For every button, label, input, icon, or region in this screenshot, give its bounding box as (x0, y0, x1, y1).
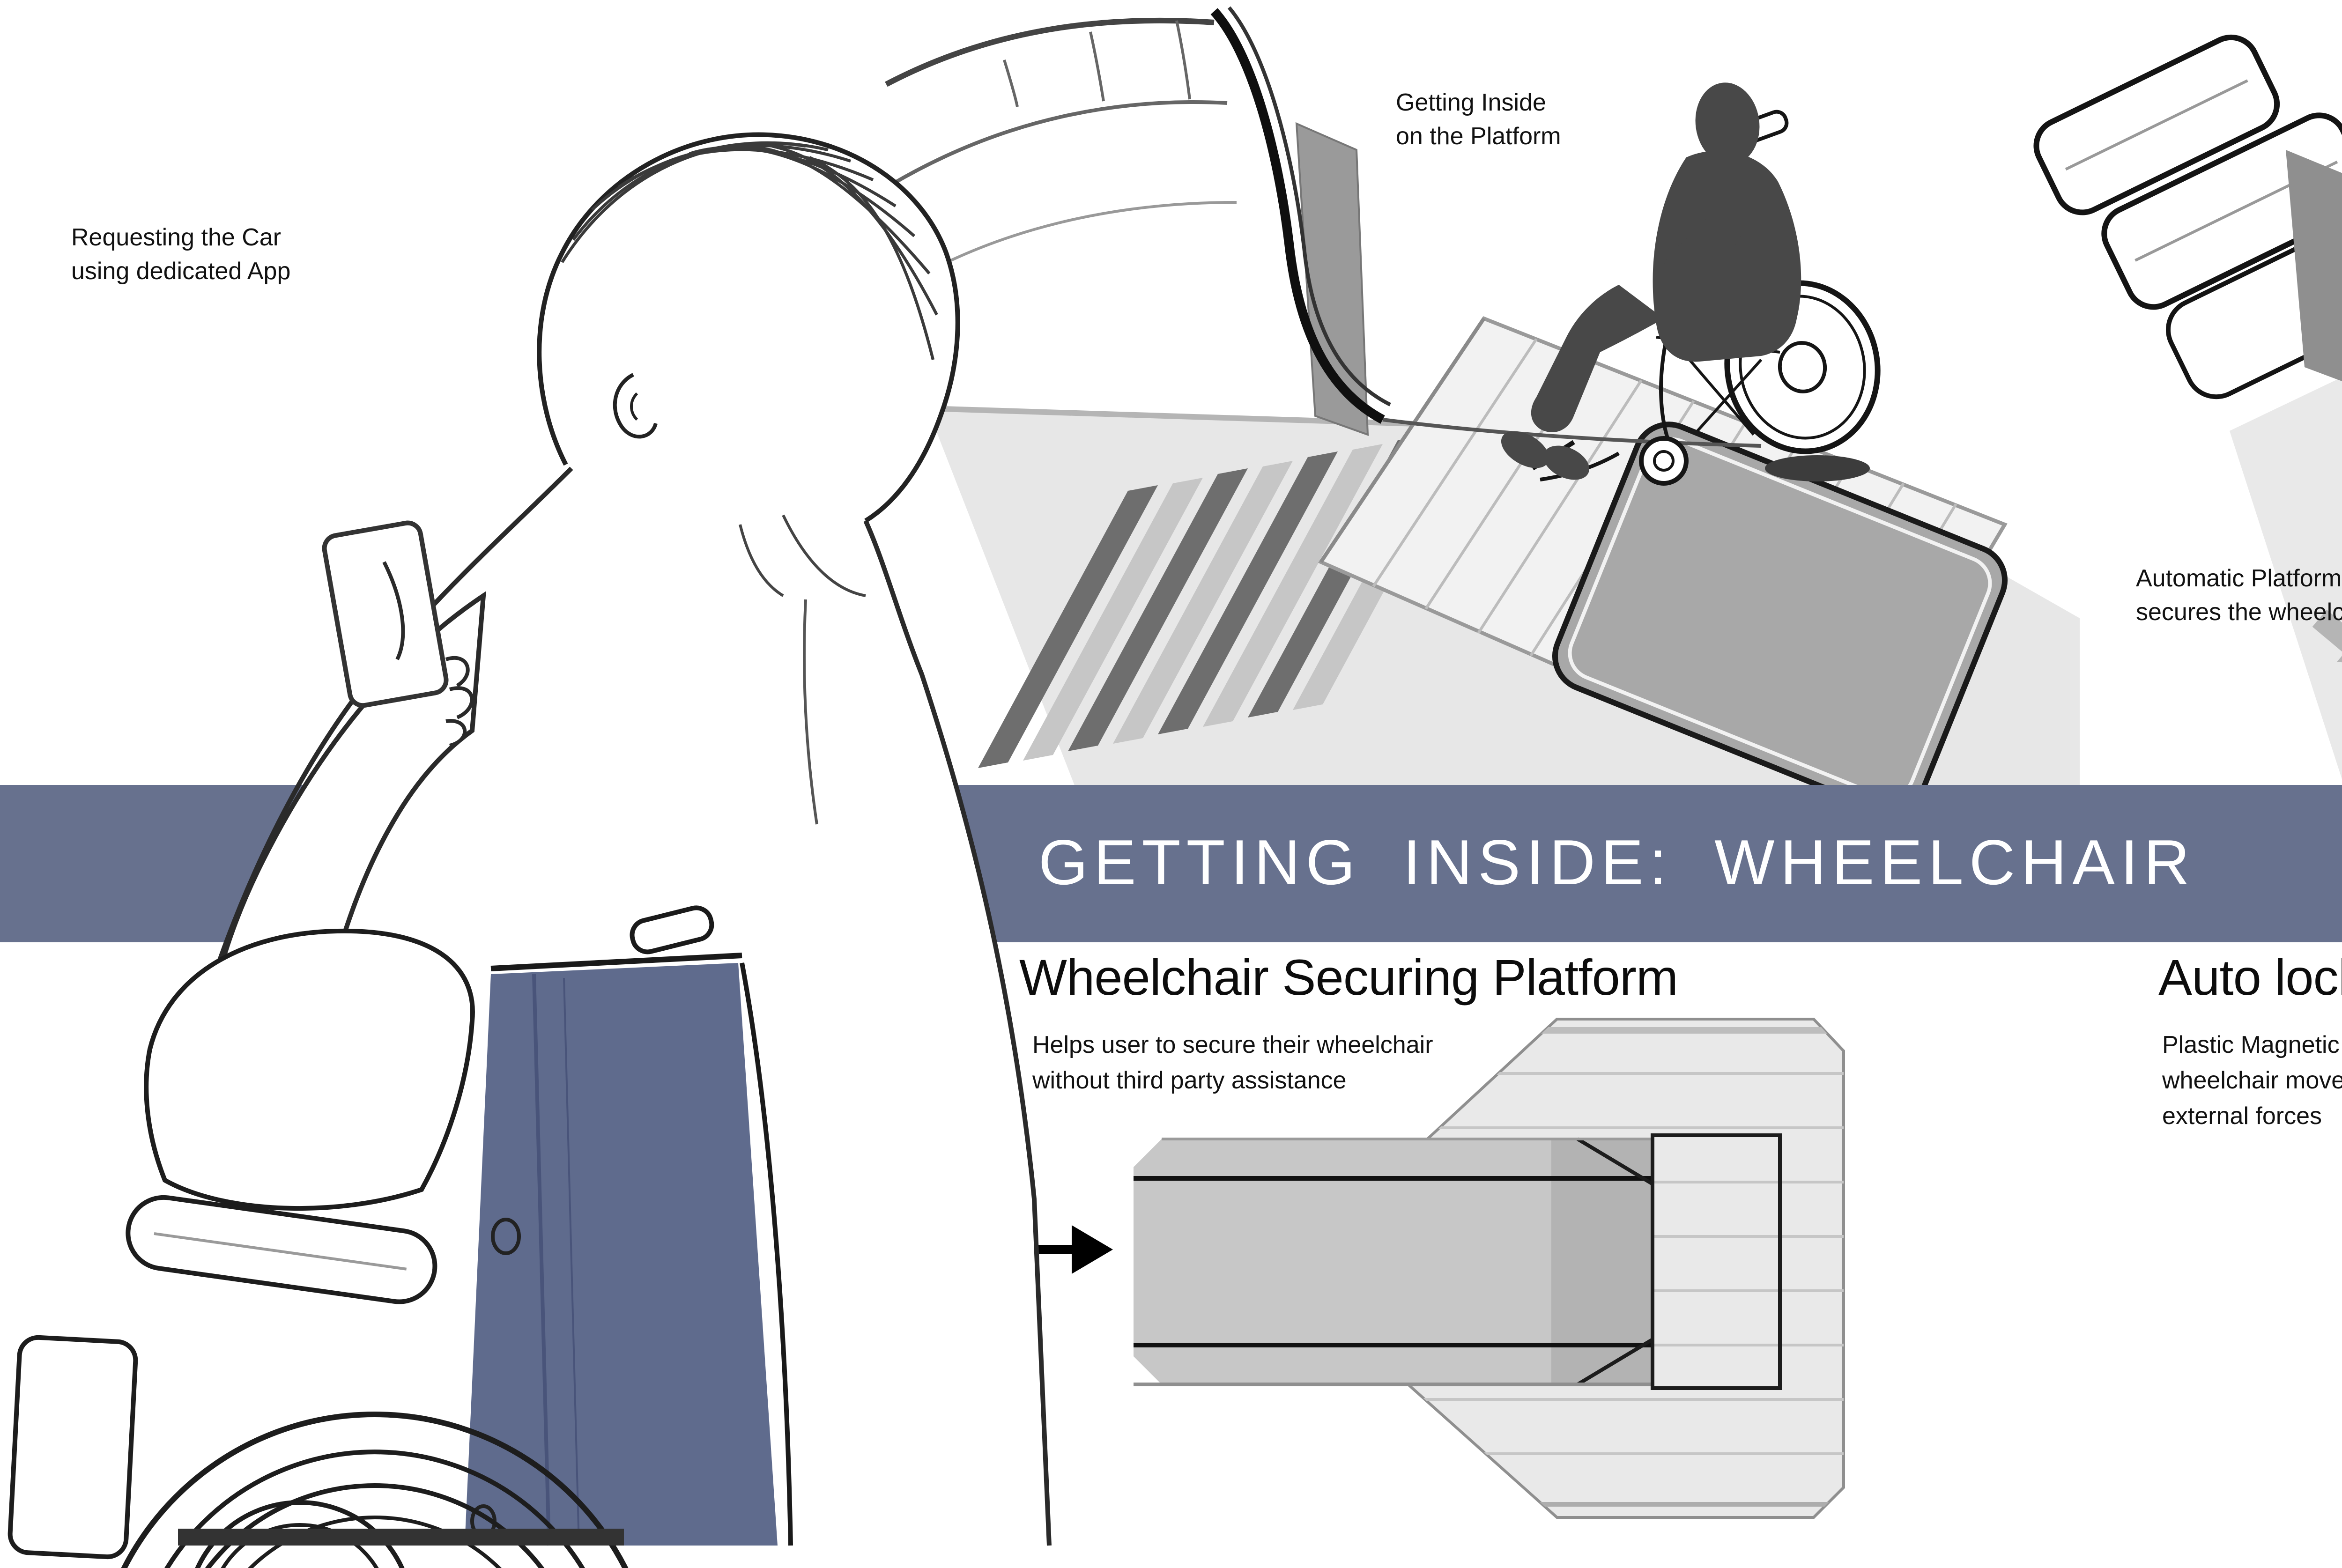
person-silhouette (1501, 82, 1801, 480)
body-auto-locking: Plastic Magnetic pads prevents wheelchai… (2162, 1030, 2342, 1130)
caption-automatic-platform: Automatic Platform secures the wheelchai… (2136, 564, 2342, 626)
caption-requesting-car: Requesting the Car using dedicated App (71, 223, 291, 285)
heading-securing-platform: Wheelchair Securing Platform (1019, 950, 1678, 1006)
heading-auto-locking: Auto locking the Wheelchair (2158, 950, 2342, 1006)
illustration-automatic-platform (2033, 34, 2342, 779)
moving-platform (1134, 1137, 1654, 1386)
caption-getting-inside: Getting Inside on the Platform (1396, 88, 1561, 150)
armrest (126, 1195, 437, 1304)
banner-title: GETTING INSIDE: WHEELCHAIR (1038, 827, 2195, 898)
hand (382, 561, 474, 747)
phone (322, 520, 449, 708)
platform-slot (1651, 1133, 1782, 1390)
hair-strokes (561, 141, 938, 360)
side-guard (7, 1335, 138, 1560)
wheelchair-backrest (465, 963, 778, 1546)
arrow-down-right-icon (2312, 609, 2342, 666)
seat-cushion (144, 928, 475, 1211)
person-head (537, 132, 960, 523)
wheelchair (7, 905, 807, 1568)
illustration-requesting-car (7, 132, 1052, 1568)
car-body-sketch (879, 6, 1762, 448)
push-handle (630, 905, 714, 954)
body-securing-platform: Helps user to secure their wheelchair wi… (1032, 1030, 1433, 1094)
interior-floor (2230, 377, 2342, 779)
wheelchair-user-silhouette (1501, 82, 1881, 486)
door-pillar (2286, 150, 2342, 381)
rear-seat-panel (1552, 422, 2008, 815)
illustration-getting-inside (879, 6, 2080, 815)
diagram-securing-platform (1019, 1018, 1845, 1519)
